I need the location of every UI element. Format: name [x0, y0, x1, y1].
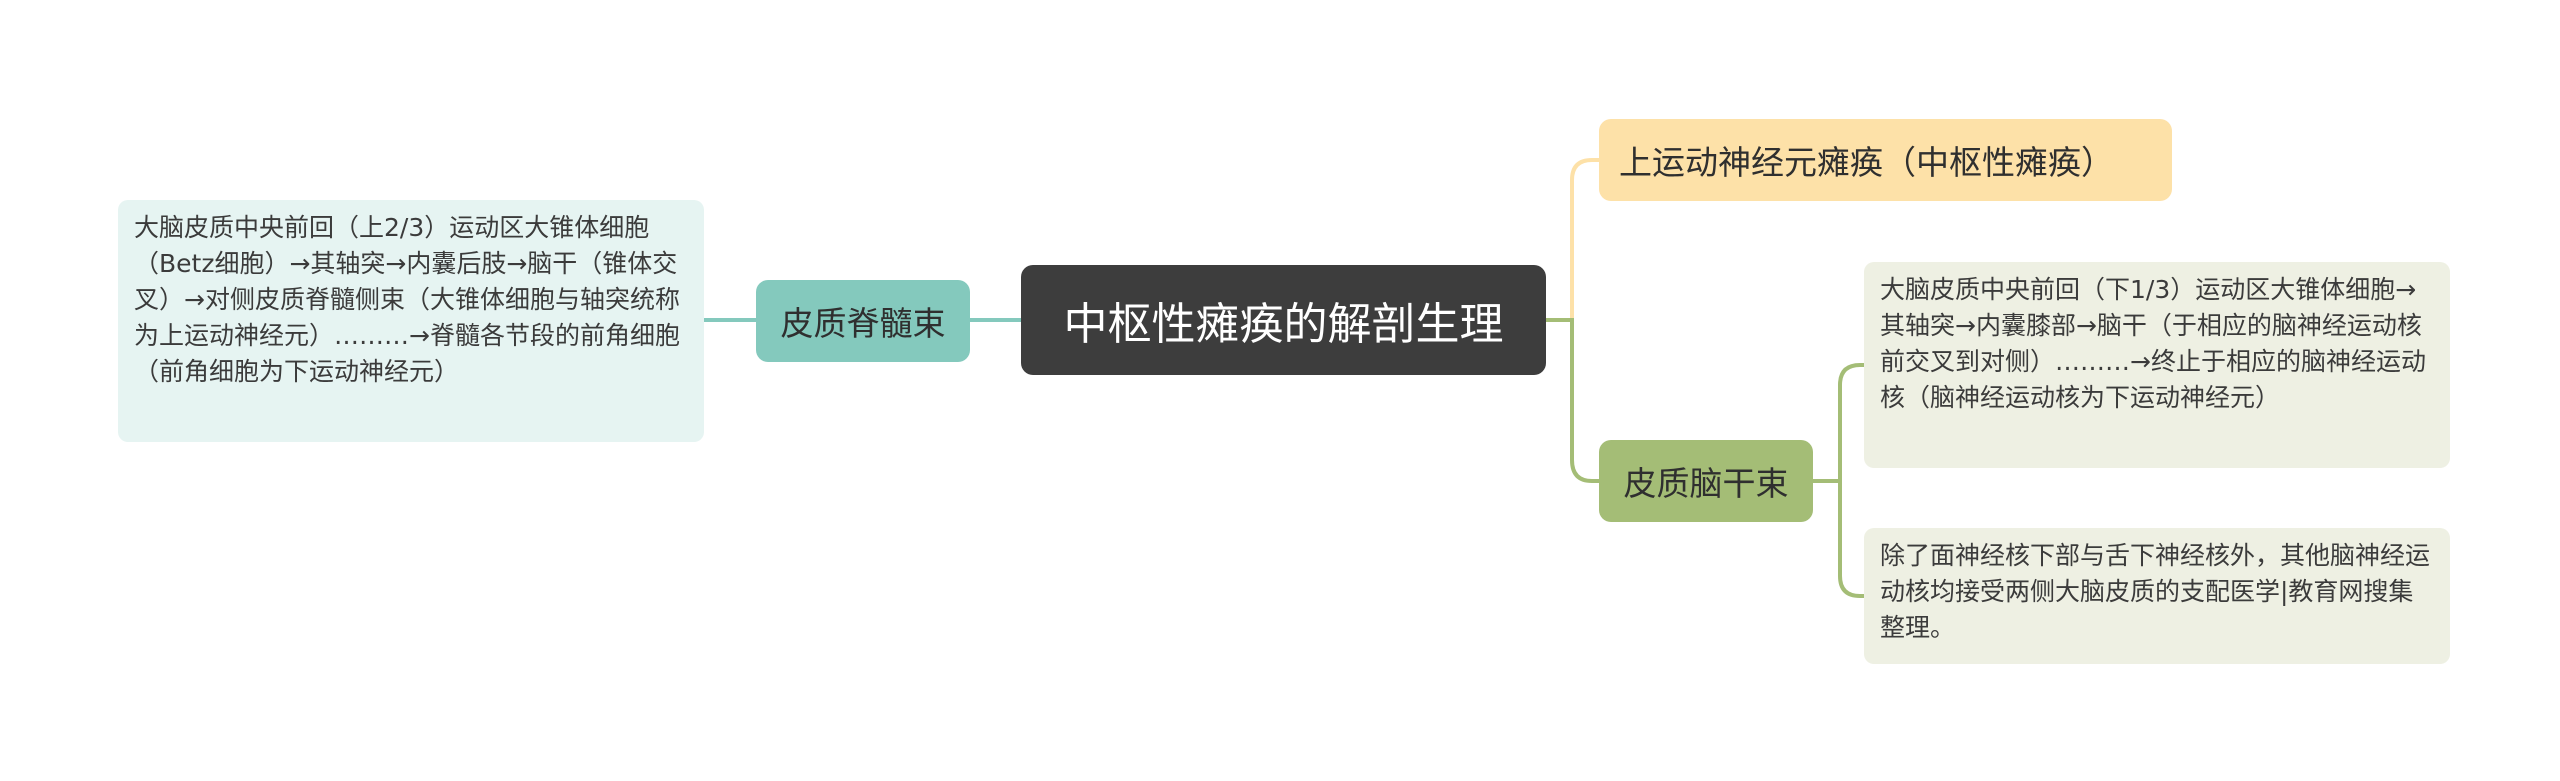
link-bulbar-leaf2 [1813, 479, 1864, 598]
branch-corticospinal-tract[interactable]: 皮质脊髓束 [756, 280, 970, 362]
leaf-corticospinal-detail[interactable]: 大脑皮质中央前回（上2/3）运动区大锥体细胞（Betz细胞）→其轴突→内囊后肢→… [118, 200, 704, 442]
branch-upper-motor-neuron[interactable]: 上运动神经元瘫痪（中枢性瘫痪） [1599, 119, 2172, 201]
link-bulbar-leaf1 [1813, 363, 1864, 483]
leaf-corticobulbar-detail-2[interactable]: 除了面神经核下部与舌下神经核外，其他脑神经运动核均接受两侧大脑皮质的支配医学|教… [1864, 528, 2450, 664]
link-root-bulbar [1546, 318, 1599, 483]
branch-corticobulbar-tract[interactable]: 皮质脑干束 [1599, 440, 1813, 522]
link-root-upper [1546, 158, 1599, 322]
root-topic[interactable]: 中枢性瘫痪的解剖生理 [1021, 265, 1546, 375]
leaf-corticobulbar-detail-1[interactable]: 大脑皮质中央前回（下1/3）运动区大锥体细胞→其轴突→内囊膝部→脑干（于相应的脑… [1864, 262, 2450, 468]
